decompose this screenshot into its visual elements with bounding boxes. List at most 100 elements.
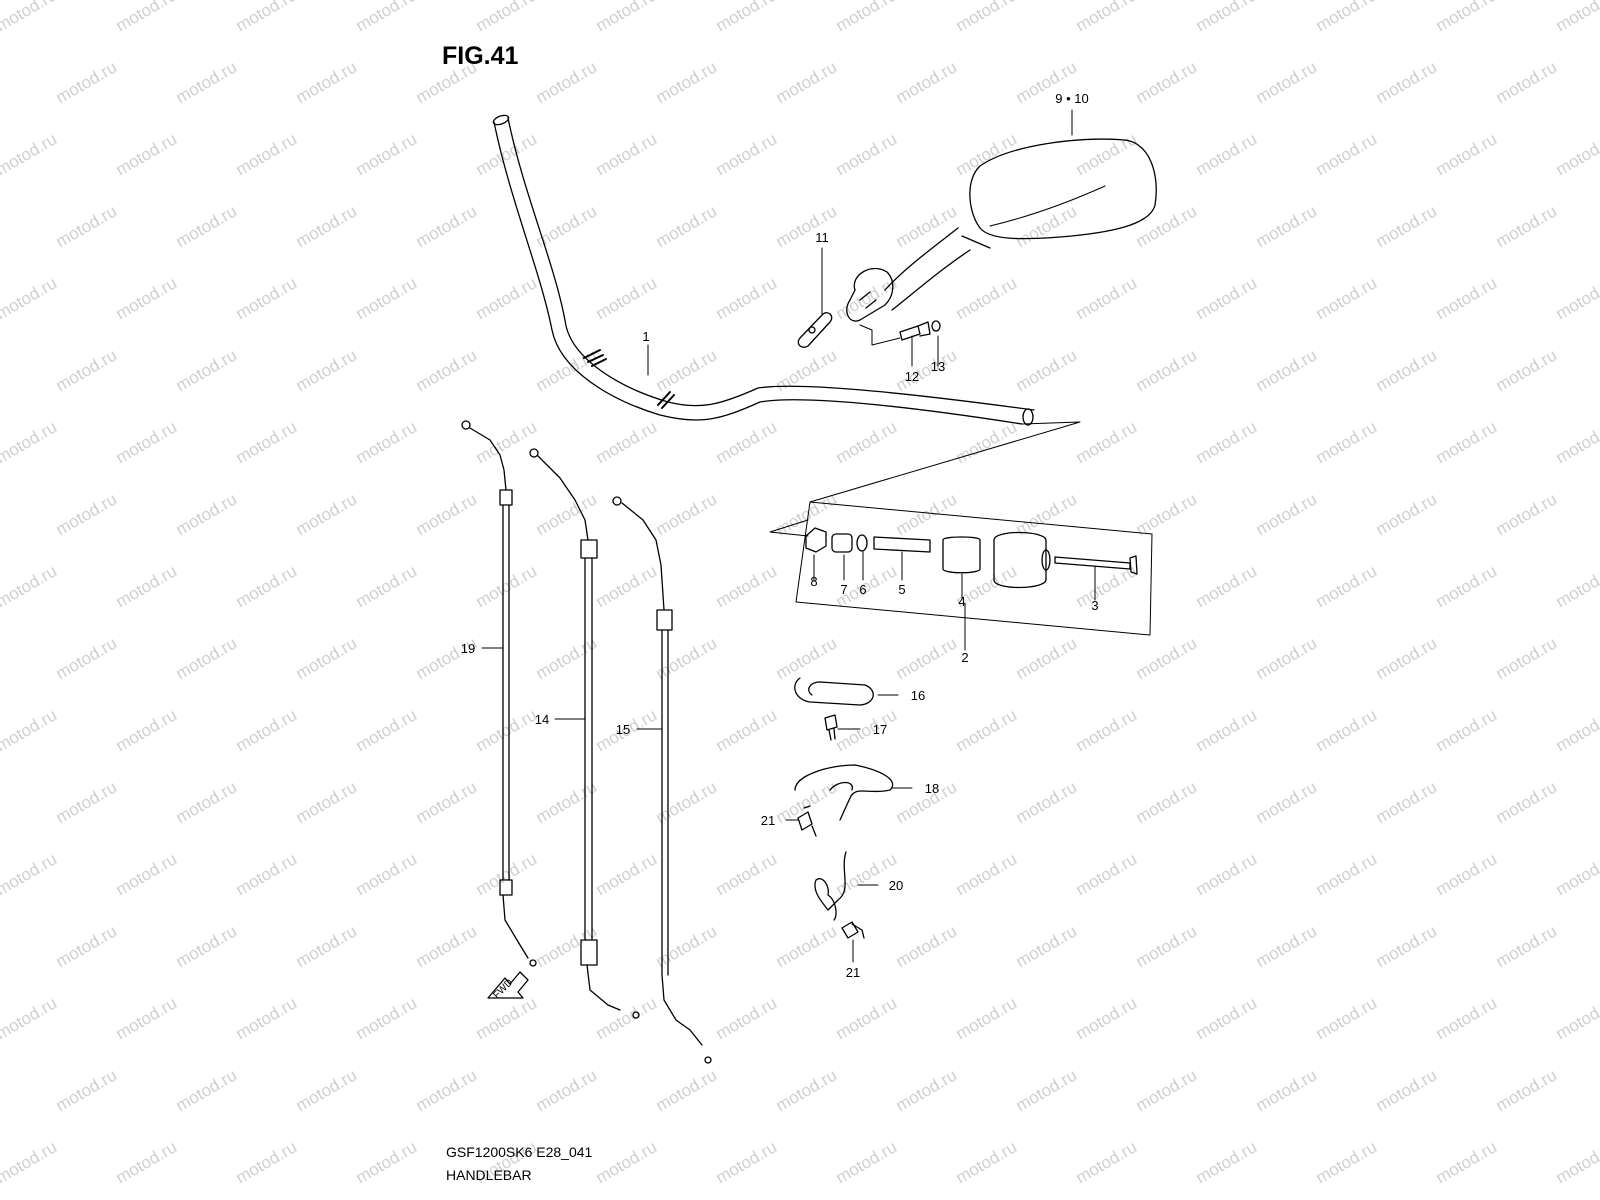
watermark-text: motod.ru [1313,849,1381,899]
watermark-text: motod.ru [893,633,961,683]
watermark-text: motod.ru [593,561,661,611]
watermark-text: motod.ru [1013,777,1081,827]
watermark-text: motod.ru [1493,1065,1561,1115]
watermark-text: motod.ru [1433,705,1501,755]
watermark-text: motod.ru [713,993,781,1043]
watermark-text: motod.ru [1373,1065,1441,1115]
watermark-text: motod.ru [713,273,781,323]
callout-3: 3 [1091,598,1098,613]
watermark-text: motod.ru [413,201,481,251]
watermark-text: motod.ru [1553,849,1600,899]
watermark-text: motod.ru [413,345,481,395]
callout-7: 7 [840,582,847,597]
mirror-mount-part [797,267,941,348]
watermark-text: motod.ru [1133,345,1201,395]
watermark-text: motod.ru [413,777,481,827]
watermark-text: motod.ru [233,561,301,611]
watermark-text: motod.ru [593,417,661,467]
bar-end-cap [993,531,1047,589]
bracket-20 [814,851,847,921]
watermark-text: motod.ru [1493,489,1561,539]
watermark-text: motod.ru [0,129,60,179]
watermark-text: motod.ru [353,705,421,755]
watermark-text: motod.ru [953,129,1021,179]
watermark-text: motod.ru [533,1065,601,1115]
washer-6 [856,534,868,552]
watermark-text: motod.ru [293,201,361,251]
watermark-text: motod.ru [53,57,121,107]
watermark-text: motod.ru [53,489,121,539]
watermark-text: motod.ru [173,1065,241,1115]
watermark-text: motod.ru [1373,201,1441,251]
watermark-text: motod.ru [353,1137,421,1187]
watermark-text: motod.ru [653,57,721,107]
watermark-text: motod.ru [173,633,241,683]
leader-lines [481,109,1096,963]
watermark-text: motod.ru [953,993,1021,1043]
watermark-text: motod.ru [113,129,181,179]
callout-18: 18 [925,781,939,796]
spacer-7 [831,533,853,553]
callout-12: 12 [905,369,919,384]
watermark-text: motod.ru [1313,129,1381,179]
watermark-text: motod.ru [0,561,60,611]
watermark-text: motod.ru [653,489,721,539]
tube-5 [873,536,931,553]
watermark-text: motod.ru [473,705,541,755]
watermark-text: motod.ru [593,273,661,323]
callout-9-10: 9 • 10 [1055,91,1088,106]
watermark-text: motod.ru [893,345,961,395]
watermark-text: motod.ru [953,0,1021,35]
watermark-text: motod.ru [1553,417,1600,467]
watermark-text: motod.ru [1133,921,1201,971]
bolt-12 [899,325,921,341]
watermark-text: motod.ru [53,1065,121,1115]
watermark-text: motod.ru [713,849,781,899]
watermark-text: motod.ru [473,993,541,1043]
mirror-part [884,138,1157,311]
watermark-text: motod.ru [1013,921,1081,971]
watermark-text: motod.ru [713,1137,781,1187]
watermark-text: motod.ru [1553,273,1600,323]
watermark-text: motod.ru [773,777,841,827]
watermark-text: motod.ru [893,201,961,251]
watermark-text: motod.ru [1193,1137,1261,1187]
callout-6: 6 [859,582,866,597]
watermark-text: motod.ru [1433,273,1501,323]
watermark-text: motod.ru [1193,993,1261,1043]
watermark-text: motod.ru [1373,921,1441,971]
watermark-text: motod.ru [353,129,421,179]
watermark-text: motod.ru [1073,705,1141,755]
watermark-text: motod.ru [0,0,60,35]
watermark-text: motod.ru [293,1065,361,1115]
watermark-text: motod.ru [1133,489,1201,539]
watermark-text: motod.ru [953,705,1021,755]
watermark-text: motod.ru [1313,561,1381,611]
watermark-text: motod.ru [593,129,661,179]
watermark-text: motod.ru [593,1137,661,1187]
watermark-text: motod.ru [773,1065,841,1115]
watermark-text: motod.ru [1313,0,1381,35]
bolt-17 [824,714,838,741]
watermark-text: motod.ru [1313,417,1381,467]
cable-15 [612,496,712,1064]
watermark-text: motod.ru [53,345,121,395]
callout-15: 15 [616,722,630,737]
watermark-text: motod.ru [1193,705,1261,755]
watermark-text: motod.ru [113,417,181,467]
watermark-text: motod.ru [533,777,601,827]
screw-3 [1054,556,1131,570]
watermark-text: motod.ru [1373,57,1441,107]
watermark-text: motod.ru [293,489,361,539]
watermark-text: motod.ru [413,921,481,971]
callout-13: 13 [931,359,945,374]
watermark-text: motod.ru [1253,57,1321,107]
watermark-text: motod.ru [53,777,121,827]
watermark-text: motod.ru [893,489,961,539]
watermark-text: motod.ru [1433,129,1501,179]
watermark-text: motod.ru [1193,561,1261,611]
watermark-text: motod.ru [293,633,361,683]
watermark-text: motod.ru [833,1137,901,1187]
watermark-text: motod.ru [833,0,901,35]
